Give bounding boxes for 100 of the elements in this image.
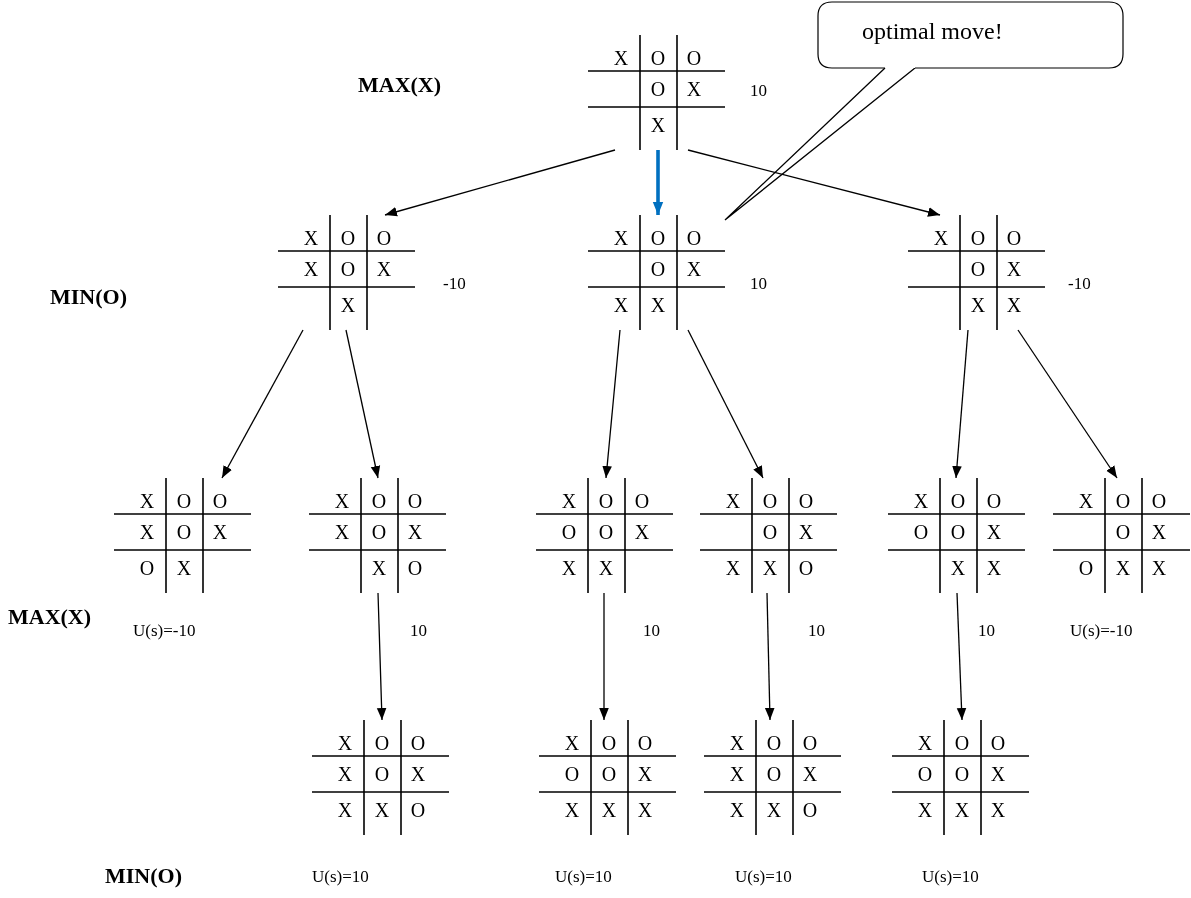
board-mark: O: [600, 763, 618, 785]
board-mark: X: [302, 227, 320, 249]
arrow: [599, 592, 609, 721]
board-mark: X: [1114, 557, 1132, 579]
board-mark: X: [612, 227, 630, 249]
board-mark: X: [685, 78, 703, 100]
utility-value: U(s)=-10: [1070, 621, 1133, 641]
arrow: [602, 329, 621, 479]
board-mark: O: [375, 227, 393, 249]
arrow: [956, 592, 967, 721]
utility-value: 10: [643, 621, 660, 641]
board-mark: O: [636, 732, 654, 754]
board-mark: O: [969, 227, 987, 249]
board-mark: X: [949, 557, 967, 579]
arrow: [687, 329, 764, 479]
board-mark: X: [989, 763, 1007, 785]
board-mark: X: [563, 732, 581, 754]
utility-value: -10: [443, 274, 466, 294]
board-mark: X: [612, 294, 630, 316]
board-mark: X: [636, 799, 654, 821]
board-mark: O: [912, 521, 930, 543]
board-mark: X: [612, 47, 630, 69]
board-mark: O: [649, 227, 667, 249]
board-mark: O: [761, 490, 779, 512]
arrow: [376, 592, 387, 721]
utility-value: 10: [750, 81, 767, 101]
board-mark: X: [728, 763, 746, 785]
board-mark: X: [1150, 557, 1168, 579]
board-mark: O: [797, 557, 815, 579]
board-mark: O: [373, 763, 391, 785]
arrow: [1017, 329, 1118, 479]
board-mark: O: [370, 521, 388, 543]
board-mark: O: [563, 763, 581, 785]
utility-value: 10: [410, 621, 427, 641]
arrow: [687, 149, 941, 217]
utility-value: U(s)=10: [735, 867, 792, 887]
board-mark: X: [969, 294, 987, 316]
level-label: MAX(X): [8, 604, 92, 630]
board-mark: O: [761, 521, 779, 543]
board-mark: X: [649, 294, 667, 316]
arrow: [384, 149, 616, 217]
board-mark: X: [339, 294, 357, 316]
board-mark: O: [409, 799, 427, 821]
utility-value: U(s)=-10: [133, 621, 196, 641]
utility-value: 10: [808, 621, 825, 641]
board-mark: X: [1005, 258, 1023, 280]
board-mark: O: [765, 763, 783, 785]
board-mark: O: [949, 521, 967, 543]
board-mark: X: [211, 521, 229, 543]
board-mark: X: [724, 557, 742, 579]
arrow: [652, 150, 664, 215]
board-mark: O: [339, 227, 357, 249]
board-mark: X: [685, 258, 703, 280]
board-mark: O: [211, 490, 229, 512]
board-mark: X: [597, 557, 615, 579]
board-mark: O: [649, 258, 667, 280]
board-mark: O: [797, 490, 815, 512]
board-mark: O: [949, 490, 967, 512]
board-mark: O: [989, 732, 1007, 754]
board-mark: O: [801, 799, 819, 821]
board-mark: O: [685, 47, 703, 69]
board-mark: O: [406, 490, 424, 512]
board-mark: X: [1150, 521, 1168, 543]
board-mark: X: [633, 521, 651, 543]
board-mark: X: [1077, 490, 1095, 512]
board-mark: X: [932, 227, 950, 249]
board-mark: X: [912, 490, 930, 512]
board-mark: O: [373, 732, 391, 754]
board-mark: X: [765, 799, 783, 821]
board-mark: O: [1114, 521, 1132, 543]
board-mark: O: [953, 732, 971, 754]
board-mark: O: [339, 258, 357, 280]
board-mark: X: [370, 557, 388, 579]
level-label: MAX(X): [358, 72, 442, 98]
arrow: [764, 592, 775, 721]
board-mark: O: [597, 521, 615, 543]
board-mark: X: [985, 557, 1003, 579]
board-mark: O: [175, 490, 193, 512]
board-mark: O: [409, 732, 427, 754]
board-mark: O: [1005, 227, 1023, 249]
board-mark: O: [370, 490, 388, 512]
utility-value: -10: [1068, 274, 1091, 294]
board-mark: X: [336, 799, 354, 821]
arrow: [952, 329, 969, 479]
board-mark: O: [969, 258, 987, 280]
board-mark: X: [989, 799, 1007, 821]
board-mark: X: [916, 799, 934, 821]
board-mark: X: [138, 521, 156, 543]
board-mark: X: [409, 763, 427, 785]
board-mark: X: [560, 557, 578, 579]
board-mark: X: [600, 799, 618, 821]
callout-text: optimal move!: [862, 18, 1003, 45]
board-mark: X: [560, 490, 578, 512]
board-mark: X: [761, 557, 779, 579]
board-mark: X: [916, 732, 934, 754]
board-mark: O: [600, 732, 618, 754]
level-label: MIN(O): [50, 284, 127, 310]
board-mark: O: [1114, 490, 1132, 512]
board-mark: O: [633, 490, 651, 512]
board-mark: O: [138, 557, 156, 579]
